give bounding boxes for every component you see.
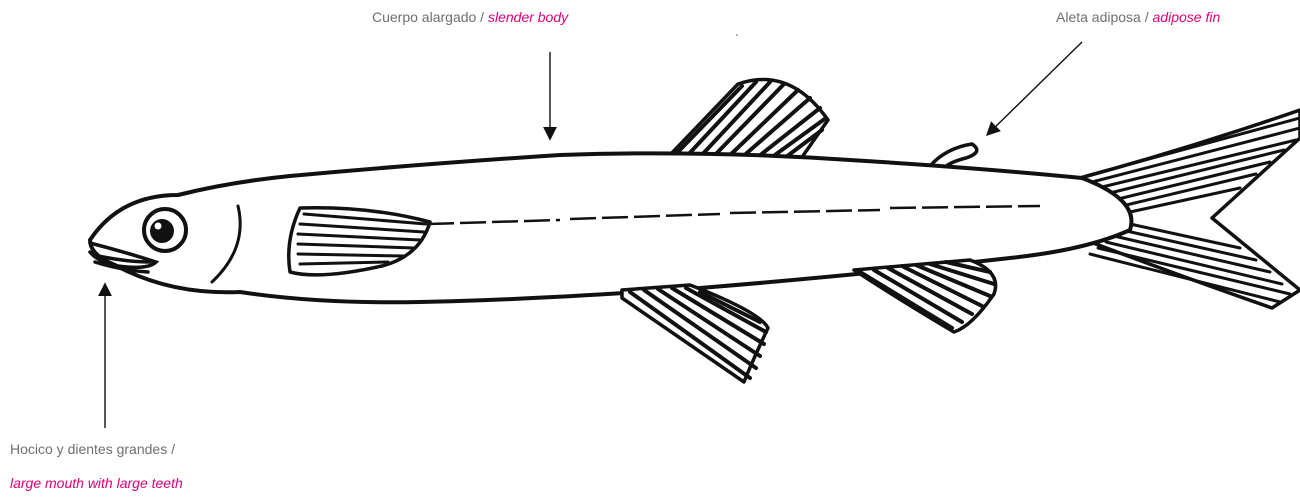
adipose-fin-pointer-arrow xyxy=(988,42,1082,134)
mouth-label-es: Hocico y dientes grandes / xyxy=(10,440,175,458)
adipose-fin-label-es: Aleta adiposa xyxy=(1056,9,1141,25)
body-label: Cuerpo alargado / slender body xyxy=(372,8,568,26)
body-label-en: slender body xyxy=(488,9,568,25)
stray-mark xyxy=(736,34,738,36)
adipose-fin-label: Aleta adiposa / adipose fin xyxy=(1056,8,1220,26)
anal-fin xyxy=(854,260,996,332)
adipose-fin-label-separator: / xyxy=(1141,9,1153,25)
adipose-fin-label-en: adipose fin xyxy=(1153,9,1221,25)
eye xyxy=(144,209,186,251)
pelvic-fin xyxy=(622,285,768,382)
dorsal-fin xyxy=(668,80,828,161)
body-label-es: Cuerpo alargado xyxy=(372,9,476,25)
body-label-separator: / xyxy=(476,9,488,25)
mouth-label-en: large mouth with large teeth xyxy=(10,474,183,492)
